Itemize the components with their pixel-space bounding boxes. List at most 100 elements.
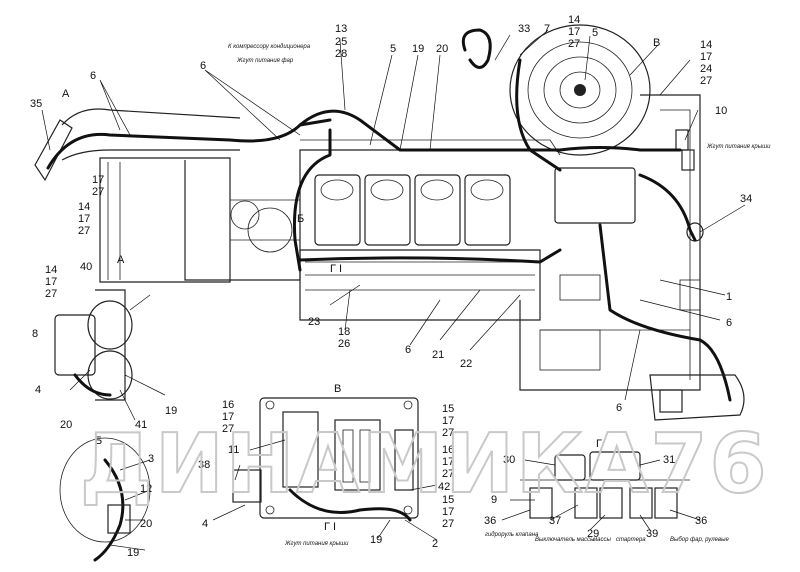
harness-engine-loom — [298, 248, 562, 264]
bracket-a — [95, 289, 126, 401]
callout-27: 27 — [568, 38, 580, 50]
callout-4: 4 — [35, 384, 41, 396]
caption-light-relay: Выбор фар, рулевые — [670, 537, 729, 543]
injector-cap — [470, 179, 504, 201]
callout-33: 33 — [518, 23, 530, 35]
view-letter-g1: Г I — [324, 521, 336, 533]
relay-connector — [659, 389, 683, 413]
radiator-tank — [679, 279, 701, 311]
fuel-lines — [305, 261, 535, 291]
callout-13: 13 — [335, 23, 347, 35]
fan-ring-inner — [559, 71, 601, 109]
callout-10: 10 — [715, 105, 727, 117]
callout-17: 17 — [700, 51, 712, 63]
connector-16 — [394, 429, 414, 491]
callout-27: 27 — [222, 423, 234, 435]
callout-27: 27 — [78, 225, 90, 237]
engine-view — [34, 24, 745, 421]
injector-cap — [320, 179, 354, 201]
fan-ring-outer — [527, 41, 633, 139]
connector-10a — [675, 129, 689, 151]
callout-24: 24 — [700, 63, 712, 75]
captions: К компрессору кондиционера Жгут питания … — [228, 44, 771, 547]
fuse-row — [342, 429, 354, 483]
callout-27: 27 — [442, 518, 454, 530]
switch-block — [529, 487, 553, 519]
compressor-pulley — [230, 200, 260, 230]
callout-18: 18 — [338, 326, 350, 338]
callout-5: 5 — [592, 27, 598, 39]
caption-mass-switch: Выключатель массы — [535, 537, 595, 543]
bolt — [403, 505, 413, 515]
callouts: 35 6 6 13 25 28 5 19 20 33 7 14 17 27 5 … — [30, 14, 752, 559]
harness-main-top — [298, 109, 682, 152]
caption-roof-power: Жгут питания крыши — [284, 541, 349, 547]
callout-20: 20 — [140, 518, 152, 530]
connector-35 — [34, 119, 73, 182]
callout-6: 6 — [405, 344, 411, 356]
harness-down-left — [292, 128, 332, 272]
callout-16: 16 — [222, 399, 234, 411]
callout-6: 6 — [90, 70, 96, 82]
switch-block — [574, 487, 598, 519]
electronic-control-box — [554, 167, 636, 224]
callout-16: 16 — [442, 444, 454, 456]
view-letter-a: А — [117, 254, 125, 266]
callout-15: 15 — [442, 403, 454, 415]
callout-7: 7 — [544, 23, 550, 35]
switch-block — [629, 487, 653, 519]
callout-17: 17 — [442, 415, 454, 427]
caption-hydro-valve: гидроруль клапана — [485, 532, 539, 538]
callout-6: 6 — [616, 402, 622, 414]
callout-35: 35 — [30, 98, 42, 110]
callout-23: 23 — [308, 316, 320, 328]
callout-34: 34 — [740, 193, 752, 205]
caption-battery: массы — [593, 537, 611, 543]
callout-41: 41 — [135, 419, 147, 431]
callout-4: 4 — [202, 518, 208, 530]
callout-31: 31 — [663, 454, 675, 466]
callout-5: 5 — [390, 43, 396, 55]
cab-panel — [99, 157, 231, 283]
cab-pillar — [107, 162, 121, 280]
harness-fan-branch — [515, 58, 562, 172]
caption-starter: стартера — [616, 537, 646, 543]
callout-14: 14 — [78, 201, 90, 213]
compressor — [247, 207, 293, 253]
central-block — [334, 419, 381, 491]
callout-26: 26 — [338, 338, 350, 350]
callout-27: 27 — [442, 427, 454, 439]
fuse-row — [359, 429, 371, 483]
switch-block — [654, 487, 678, 519]
view-letter-b: Б — [297, 213, 304, 225]
injector-cap — [370, 179, 404, 201]
callout-22: 22 — [460, 358, 472, 370]
callout-21: 21 — [432, 349, 444, 361]
callout-3: 3 — [148, 453, 154, 465]
fan-ring-mid — [543, 56, 617, 124]
callout-25: 25 — [335, 36, 347, 48]
callout-19: 19 — [127, 547, 139, 559]
engine-sensor — [559, 274, 601, 301]
callout-6: 6 — [200, 60, 206, 72]
harness-roof-branch — [638, 173, 697, 242]
cylinder-head — [314, 174, 361, 246]
view-letter-v: В — [653, 37, 660, 49]
caption-compressor: К компрессору кондиционера — [228, 44, 311, 50]
callout-38: 38 — [198, 459, 210, 471]
callout-27: 27 — [92, 186, 104, 198]
callout-42: 42 — [438, 481, 450, 493]
callout-19: 19 — [370, 534, 382, 546]
bolt — [403, 400, 413, 410]
harness-right-down — [598, 223, 732, 402]
injector-cap — [420, 179, 454, 201]
callout-17: 17 — [442, 456, 454, 468]
view-v — [232, 397, 419, 522]
alternator — [539, 329, 601, 371]
horn-upper — [87, 300, 133, 350]
frame-rail — [184, 160, 300, 281]
caption-roof-power: Жгут питания крыши — [706, 144, 771, 150]
callout-40: 40 — [80, 261, 92, 273]
switch-block — [599, 487, 623, 519]
cylinder-heads — [314, 174, 511, 246]
